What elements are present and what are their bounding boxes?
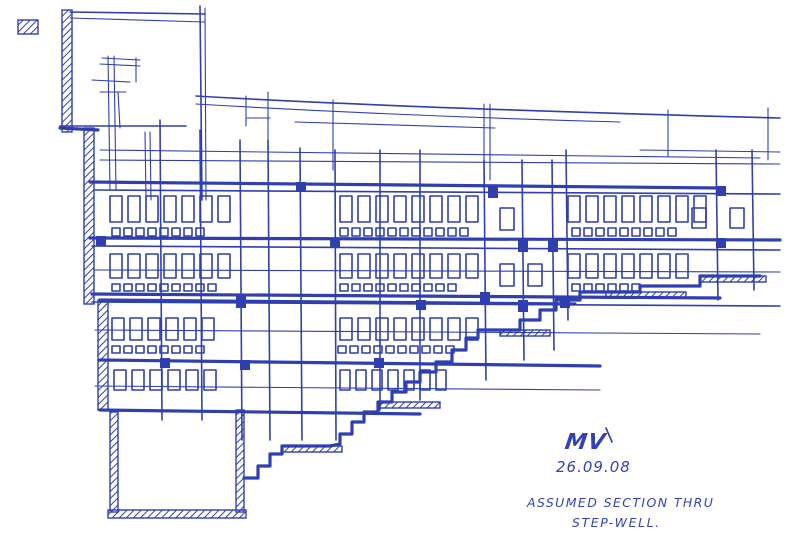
floor-slabs — [88, 149, 782, 416]
left-retaining-wall — [17, 9, 109, 411]
roof-lines — [195, 91, 781, 181]
window-rows — [109, 195, 745, 391]
upper-tower — [59, 5, 207, 201]
well-cistern — [107, 409, 247, 519]
stepped-profile — [242, 274, 767, 480]
caption-line-2: STEP-WELL. — [572, 515, 661, 530]
column-joints — [96, 182, 726, 370]
caption-line-1: ASSUMED SECTION THRU — [527, 495, 715, 510]
drawing-date: 26.09.08 — [556, 458, 631, 476]
signature: MV — [563, 430, 608, 455]
columns — [159, 119, 755, 441]
signature-flourish — [605, 427, 613, 443]
